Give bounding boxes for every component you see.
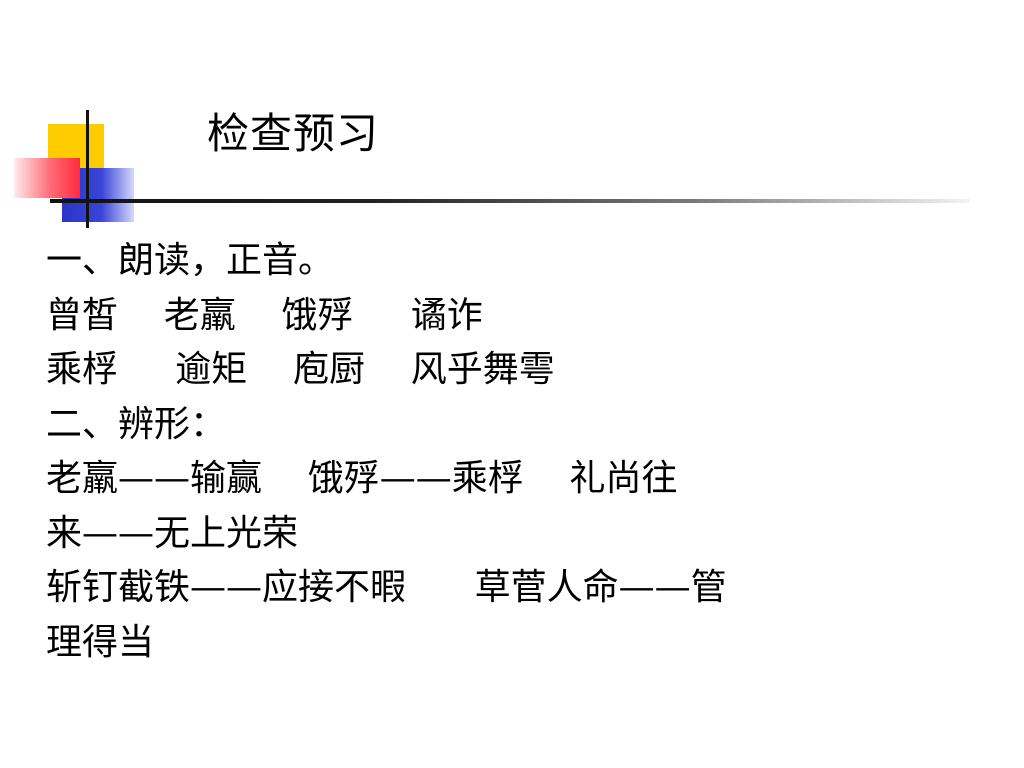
body-line-reading-words-1: 曾皙 老羸 饿殍 谲诈 (46, 294, 483, 336)
title-underline (50, 199, 970, 203)
body-line-shape-pairs-2: 来——无上光荣 (46, 512, 299, 554)
body-line-shape-pairs-4: 理得当 (46, 621, 155, 663)
body-line-reading-words-2: 乘桴 逾矩 庖厨 风乎舞雩 (46, 349, 555, 390)
slide-body: 一、朗读，正音。 曾皙 老羸 饿殍 谲诈 乘桴 逾矩 庖厨 风乎舞雩 二、辨形：… (46, 234, 976, 670)
logo-red-bar (14, 158, 80, 198)
logo-vertical-line (86, 110, 89, 228)
body-line-shape-pairs-1: 老羸——输赢 饿殍——乘桴 礼尚往 (46, 458, 678, 499)
body-line-shape-heading: 二、辨形： (46, 403, 227, 445)
slide-title: 检查预习 (207, 109, 380, 158)
body-line-shape-pairs-3: 斩钉截铁——应接不暇 草菅人命——管 (46, 567, 727, 608)
body-line-reading-heading: 一、朗读，正音。 (46, 240, 335, 281)
